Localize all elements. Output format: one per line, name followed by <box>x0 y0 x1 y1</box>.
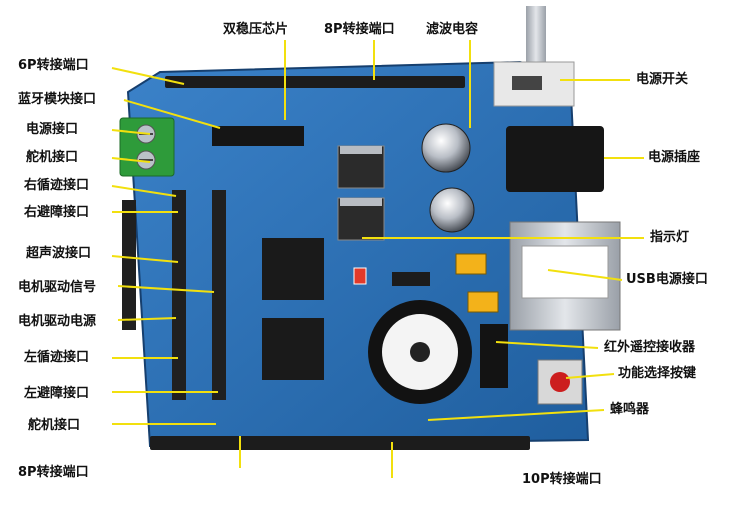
label-filter-cap: 滤波电容 <box>426 22 478 38</box>
label-6p: 6P转接端口 <box>18 58 89 74</box>
buzzer-part <box>368 300 472 404</box>
power-switch-part <box>494 6 574 106</box>
label-indicator: 指示灯 <box>650 230 689 246</box>
function-button-part <box>538 360 582 404</box>
label-servo-top: 舵机接口 <box>26 150 78 166</box>
label-right-avoid: 右避障接口 <box>24 205 89 221</box>
label-8p-bottom: 8P转接端口 <box>18 465 89 481</box>
bluetooth-header <box>212 126 304 146</box>
label-power-in: 电源接口 <box>26 122 78 138</box>
label-10p: 10P转接端口 <box>522 472 602 488</box>
label-power-socket: 电源插座 <box>648 150 700 166</box>
top-header-row <box>165 76 465 88</box>
bottom-header-row <box>150 436 530 450</box>
power-jack-part <box>506 126 604 192</box>
label-usb-power: USB电源接口 <box>626 272 708 288</box>
label-buzzer: 蜂鸣器 <box>610 402 649 418</box>
label-bluetooth: 蓝牙模块接口 <box>18 92 96 108</box>
ir-receiver-part <box>480 324 508 388</box>
label-ir-receiver: 红外遥控接收器 <box>604 340 695 356</box>
indicator-led-part <box>354 268 366 284</box>
label-motor-signal: 电机驱动信号 <box>18 280 96 296</box>
label-ultrasonic: 超声波接口 <box>26 246 91 262</box>
label-right-line: 右循迹接口 <box>24 178 89 194</box>
label-function-button: 功能选择按键 <box>618 366 696 382</box>
label-regulator: 双稳压芯片 <box>223 22 288 38</box>
power-terminal-block <box>120 118 174 176</box>
label-servo-bottom: 舵机接口 <box>28 418 80 434</box>
label-power-switch: 电源开关 <box>636 72 688 88</box>
label-left-line: 左循迹接口 <box>24 350 89 366</box>
label-8p-top: 8P转接端口 <box>324 22 395 38</box>
label-left-avoid: 左避障接口 <box>24 386 89 402</box>
diode-part <box>392 272 430 286</box>
label-motor-power: 电机驱动电源 <box>18 314 96 330</box>
